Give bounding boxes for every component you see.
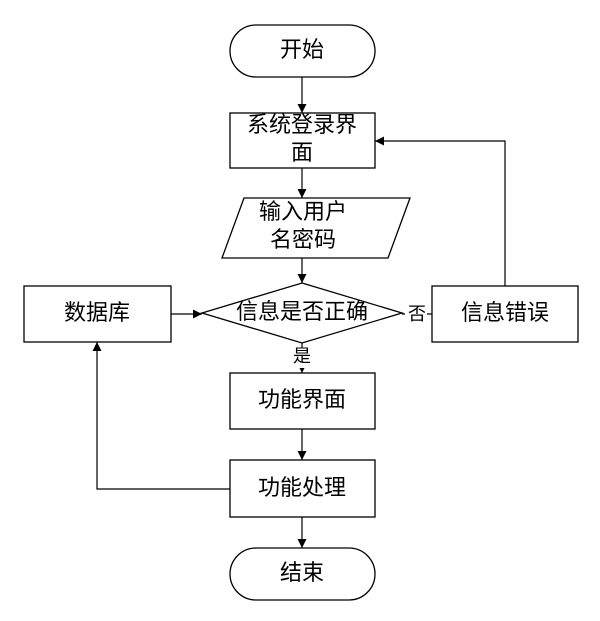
decision-label: 信息是否正确 xyxy=(236,300,368,325)
edge-process-to-database xyxy=(92,342,230,490)
login-screen-label-line1: 系统登录界 xyxy=(247,113,357,138)
error-label: 信息错误 xyxy=(461,301,549,326)
function-process-label: 功能处理 xyxy=(258,476,346,501)
end-node: 结束 xyxy=(229,547,376,601)
start-node: 开始 xyxy=(229,24,376,78)
function-process-node: 功能处理 xyxy=(229,459,376,518)
login-screen-node: 系统登录界 面 xyxy=(229,112,376,169)
decision-node: 信息是否正确 xyxy=(199,282,405,344)
login-screen-label-line2: 面 xyxy=(291,141,313,166)
error-node: 信息错误 xyxy=(431,285,579,343)
database-node: 数据库 xyxy=(23,285,172,343)
yes-label-bg xyxy=(291,348,313,368)
start-label: 开始 xyxy=(280,38,324,63)
function-ui-node: 功能界面 xyxy=(229,372,376,430)
end-label: 结束 xyxy=(280,561,324,586)
input-credentials-node: 输入用户 名密码 xyxy=(221,197,411,259)
edge-label-no: 否 xyxy=(408,304,426,325)
no-label-bg xyxy=(405,304,427,326)
edge-label-yes: 是 xyxy=(293,346,311,367)
database-label: 数据库 xyxy=(64,301,130,326)
function-ui-label: 功能界面 xyxy=(258,388,346,413)
input-credentials-label-line1: 输入用户 xyxy=(259,200,347,225)
edge-error-to-login xyxy=(375,136,506,286)
input-credentials-label-line2: 名密码 xyxy=(270,228,336,253)
